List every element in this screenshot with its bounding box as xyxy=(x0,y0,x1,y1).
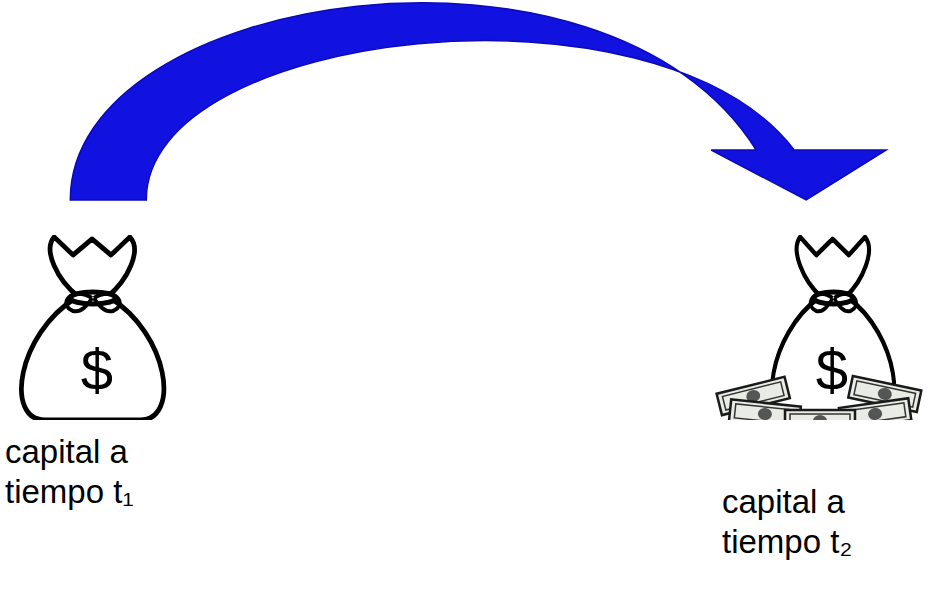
banknote xyxy=(785,410,855,420)
dollar-sign: $ xyxy=(81,341,113,399)
capital-caption: capital a tiempo t₂ xyxy=(722,482,927,561)
dollar-sign: $ xyxy=(816,341,848,399)
curved-arrow xyxy=(70,3,886,200)
bag-area: $ xyxy=(0,200,190,420)
bag-area: $ xyxy=(700,200,936,420)
capital-caption: capital a tiempo t₁ xyxy=(5,432,185,511)
money-bag xyxy=(21,237,163,420)
money-bag-node: $ capital a tiempo t₂ xyxy=(700,200,936,561)
money-bag-node: $ capital a tiempo t₁ xyxy=(0,200,190,511)
